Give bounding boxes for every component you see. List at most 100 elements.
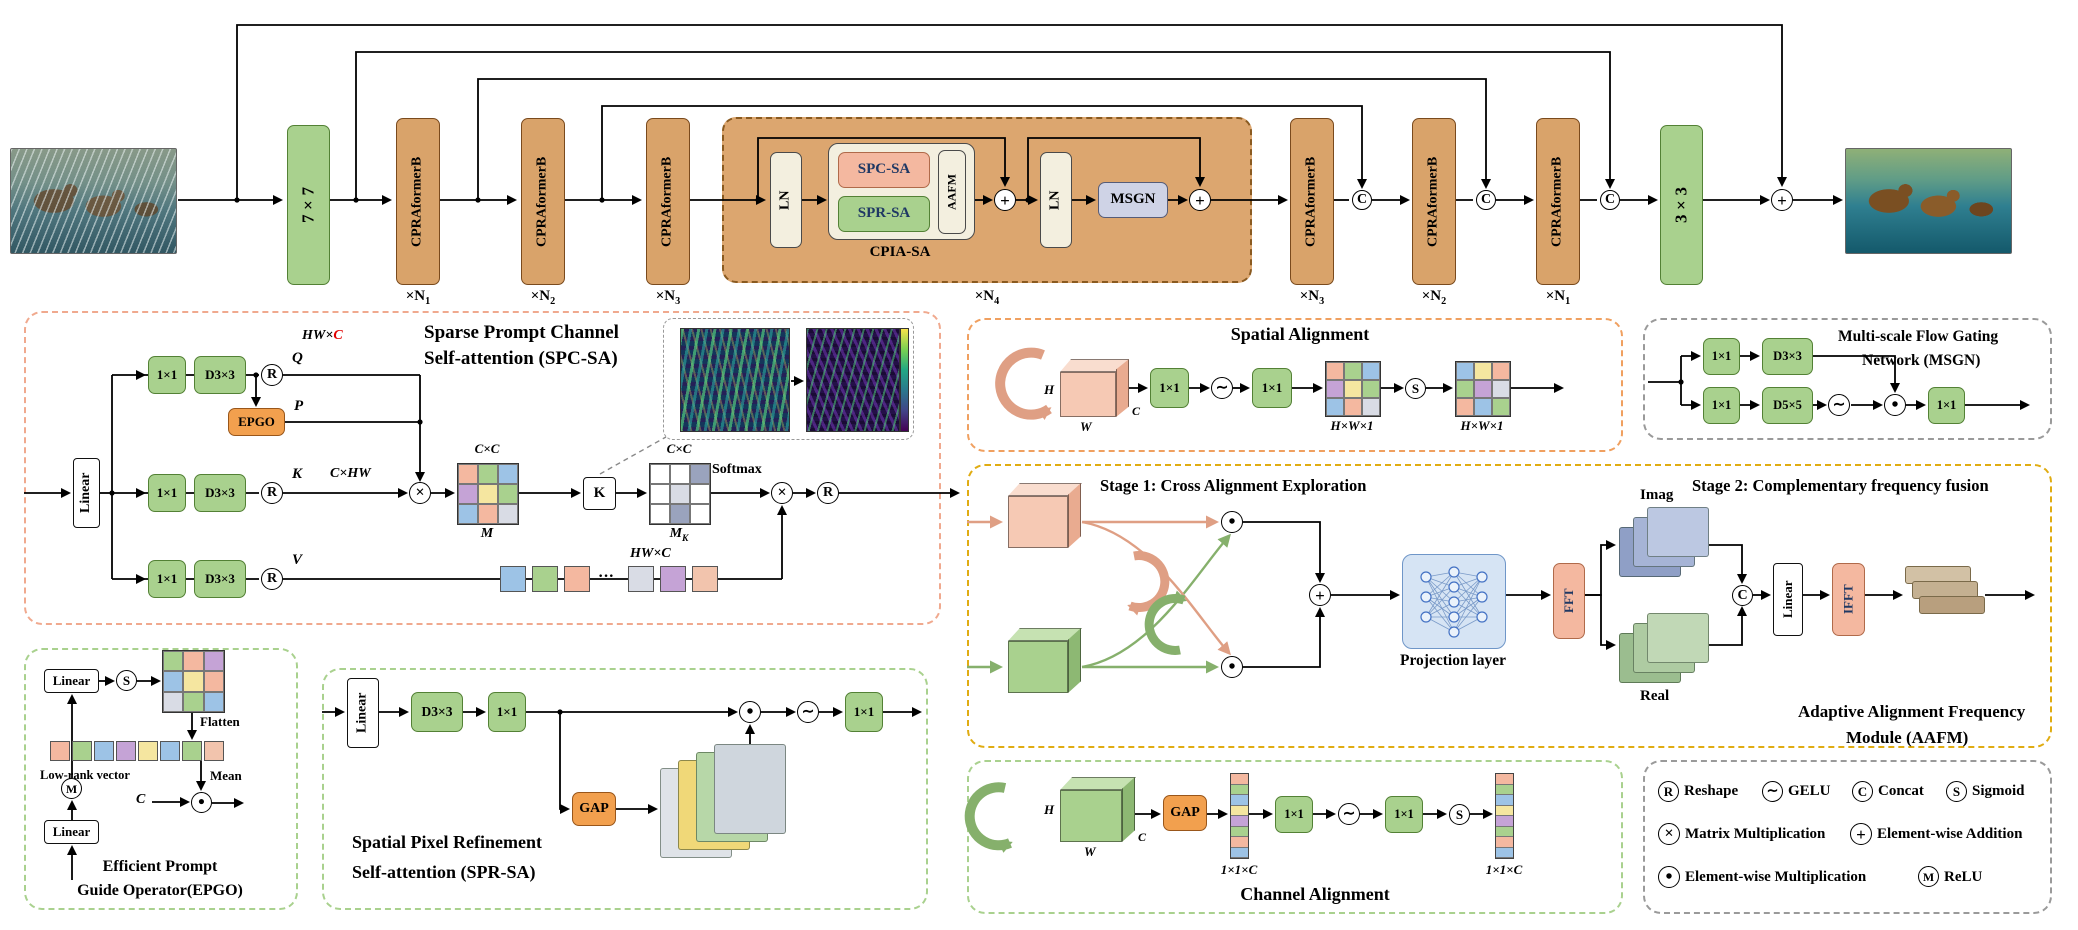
spatial-map-1 (1325, 361, 1381, 417)
epgo-linear-bottom: Linear (44, 820, 99, 844)
cpraformer-enc3-block: CPRAformerB (646, 118, 690, 285)
channel-conv1x1-b: 1×1 (1385, 796, 1423, 833)
token-cell (628, 566, 654, 592)
add-op-aafm: + (1309, 584, 1331, 606)
aafm-stage1-label: Stage 1: Cross Alignment Exploration (1100, 476, 1367, 495)
token-cell (532, 566, 558, 592)
msgn-conv1x1-out: 1×1 (1928, 387, 1965, 424)
legend-dot-label: Element-wise Multiplication (1685, 869, 1867, 885)
label-m: M (480, 526, 494, 541)
msgn-conv1x1-bot: 1×1 (1703, 387, 1740, 424)
legend-dot-icon: • (1658, 866, 1680, 888)
reshape-op-q: R (261, 364, 283, 386)
conv7x7-block: 7×7 (287, 125, 330, 285)
spectrogram-before (680, 328, 790, 432)
spc-title-line2: Self-attention (SPC-SA) (424, 348, 618, 369)
cube-h-label: H (1044, 382, 1055, 397)
lowrank-cell (204, 741, 224, 761)
dim-hwc-v: HW×C (630, 546, 671, 561)
msgn-dconv3x3: D3×3 (1762, 338, 1813, 375)
epgo-linear-top: Linear (44, 669, 99, 693)
label-mk: MK (669, 526, 689, 544)
imag-label: Imag (1640, 487, 1674, 503)
spc-sa-chip: SPC-SA (838, 152, 930, 188)
lowrank-cell (160, 741, 180, 761)
token-cell (500, 566, 526, 592)
aafm-chip: AAFM (938, 150, 966, 234)
legend-reshape-icon: R (1658, 781, 1679, 802)
token-cell (692, 566, 718, 592)
dconv3x3-q: D3×3 (194, 356, 246, 394)
add-op-1: + (994, 189, 1016, 211)
mult-label-enc1: ×N1 (405, 288, 431, 307)
matmul-op-2: × (771, 482, 793, 504)
lowrank-cell (94, 741, 114, 761)
label-p: P (294, 398, 304, 414)
channel-tensor-cube (1060, 777, 1136, 842)
dconv3x3-k: D3×3 (194, 474, 246, 512)
concat-op-3: C (1600, 190, 1620, 210)
conv3x3-block: 3×3 (1660, 125, 1703, 285)
legend-gelu-label: GELU (1788, 783, 1831, 799)
epgo-chip: EPGO (228, 408, 285, 436)
spr-dconv3x3: D3×3 (411, 692, 463, 732)
real-label: Real (1640, 688, 1670, 704)
spr-linear-block: Linear (347, 678, 379, 748)
cpraformer-enc1-block: CPRAformerB (396, 118, 440, 285)
projection-layer-box (1402, 554, 1506, 649)
cube-w-label: W (1080, 419, 1092, 434)
spr-sa-chip: SPR-SA (838, 196, 930, 232)
spr-conv1x1-a: 1×1 (488, 692, 526, 732)
epgo-panel (24, 648, 298, 910)
cpraformer-dec2-block: CPRAformerB (1412, 118, 1456, 285)
reshape-op-out: R (817, 482, 839, 504)
reshape-op-k: R (261, 482, 283, 504)
legend-gelu-icon: ∼ (1762, 781, 1783, 802)
epgo-title-line1: Efficient Prompt (102, 858, 218, 875)
projection-layer-label: Projection layer (1399, 652, 1507, 669)
legend-sigmoid-label: Sigmoid (1972, 783, 2025, 799)
conv1x1-q: 1×1 (148, 356, 186, 394)
spatial-alignment-panel (967, 318, 1623, 452)
spectrogram-after (806, 328, 900, 432)
mlp-icon (1420, 565, 1488, 638)
mult-label-dec2: ×N2 (1421, 288, 1447, 307)
mult-label-n4: ×N4 (974, 288, 1000, 307)
matmul-op-1: × (409, 482, 431, 504)
legend-reshape-label: Reshape (1684, 783, 1739, 799)
token-cell (660, 566, 686, 592)
ln-block-1: LN (770, 152, 802, 248)
ln-block-2: LN (1040, 152, 1072, 248)
mult-label-dec1: ×N1 (1545, 288, 1571, 307)
output-derained-image (1845, 148, 2012, 254)
gap-block-channel: GAP (1163, 795, 1207, 831)
msgn-title-line1: Multi-scale Flow Gating (1838, 328, 1999, 345)
legend-add-icon: + (1850, 823, 1872, 845)
channel-h-label: H (1044, 802, 1055, 817)
label-k: K (292, 466, 303, 482)
add-op-final: + (1771, 189, 1793, 211)
sigmoid-op-epgo: S (116, 670, 137, 691)
msgn-chip: MSGN (1098, 182, 1168, 218)
lowrank-label: Low-rank vector (40, 768, 130, 782)
legend-panel (1643, 760, 2052, 914)
dot-op-msgn: • (1884, 394, 1906, 416)
aafm-stage2-label: Stage 2: Complementary frequency fusion (1692, 476, 1989, 495)
aafm-linear-block: Linear (1773, 563, 1803, 636)
gelu-op-spatial: ∼ (1211, 377, 1233, 399)
spatial-conv1x1-a: 1×1 (1150, 368, 1189, 408)
sigmoid-op-spatial: S (1405, 378, 1426, 399)
aafm-panel (967, 464, 2052, 748)
spatial-conv1x1-b: 1×1 (1252, 368, 1292, 408)
mult-label-dec3: ×N3 (1299, 288, 1325, 307)
msgn-dconv5x5: D5×5 (1762, 387, 1813, 424)
cpraformer-dec1-block: CPRAformerB (1536, 118, 1580, 285)
ifft-block: IFFT (1832, 563, 1865, 636)
spatial-map-2 (1455, 361, 1511, 417)
aafm-title-line1: Adaptive Alignment Frequency (1798, 702, 2026, 721)
channel-vector-2 (1495, 773, 1514, 859)
msgn-conv1x1-top: 1×1 (1703, 338, 1740, 375)
legend-matmul-label: Matrix Multiplication (1685, 826, 1826, 842)
softmax-label: Softmax (712, 462, 762, 477)
prompt-matrix (162, 650, 225, 713)
